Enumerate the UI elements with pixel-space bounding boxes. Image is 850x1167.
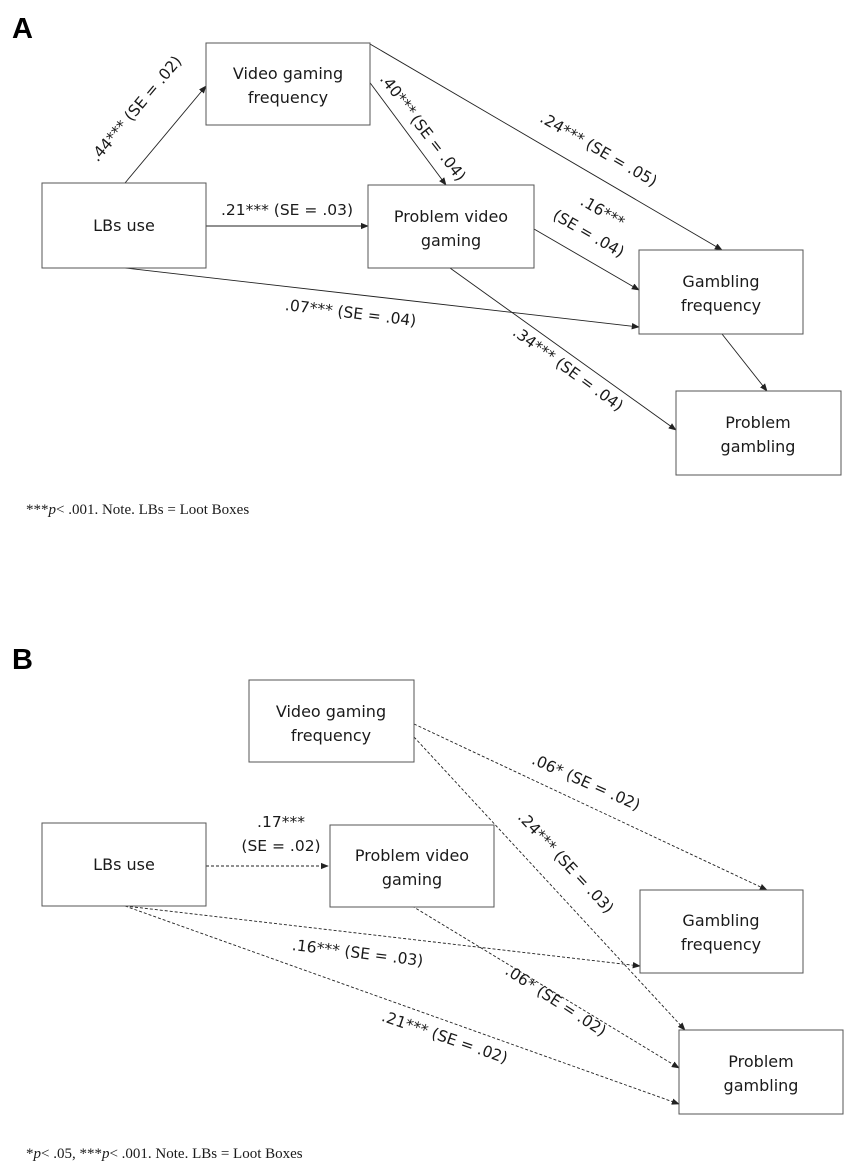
node-label: frequency [291,726,371,745]
edge-a-pvg-pg [449,267,677,431]
node-label: Video gaming [233,64,343,83]
node-a-video-gaming-frequency: Video gaming frequency [205,42,371,126]
node-label: Video gaming [276,702,386,721]
edge-b-pvg-pg [411,905,680,1069]
node-b-gambling-frequency: Gambling frequency [639,889,804,974]
edge-a-lbs-vgf [124,85,207,184]
node-label: frequency [248,88,328,107]
edge-label-b-lbs-pvg-2: (SE = .02) [241,837,320,855]
edge-a-pvg-gf [533,228,640,291]
edge-b-lbs-pg [124,905,680,1105]
edge-b-lbs-gf [124,905,641,969]
node-label: Problem [725,413,790,432]
edge-label-a-pvg-pg: .34*** (SE = .04) [509,323,626,415]
edge-a-vgf-gf [369,43,723,251]
panel-a-letter: A [12,13,33,45]
edge-label-b-lbs-pg: .21*** (SE = .02) [379,1007,510,1067]
edge-a-lbs-gf [124,267,640,330]
edge-label-b-pvg-pg: .06* (SE = .02) [502,962,610,1041]
node-b-lbs-use: LBs use [41,822,207,907]
node-b-problem-gambling: Problem gambling [678,1029,844,1115]
edge-label-b-lbs-gf: .16*** (SE = .03) [291,936,424,970]
node-label: LBs use [93,855,155,874]
node-label: Problem [728,1052,793,1071]
edge-b-vgf-pg [413,736,686,1031]
node-b-problem-video-gaming: Problem video gaming [329,824,495,908]
node-label: LBs use [93,216,155,235]
edge-a-vgf-pvg [367,79,447,186]
edge-a-gf-pg [721,333,768,392]
node-label: Gambling [682,911,759,930]
node-a-problem-gambling: Problem gambling [675,390,842,476]
node-label: Gambling [682,272,759,291]
edge-label-b-lbs-pvg-1: .17*** [257,813,305,831]
panel-a: A Video gaming frequency LBs use Problem… [12,13,842,518]
edge-label-a-lbs-pvg: .21*** (SE = .03) [221,201,353,219]
node-label: Problem video [394,207,508,226]
edge-label-a-lbs-vgf: .44*** (SE = .02) [87,52,186,165]
edge-label-b-vgf-pg: .24*** (SE = .03) [514,808,617,917]
panel-b-letter: B [12,644,33,676]
node-label: gambling [724,1076,799,1095]
edge-b-vgf-gf [413,723,768,891]
node-a-problem-video-gaming: Problem video gaming [367,184,535,269]
note-a: ***p< .001. Note. LBs = Loot Boxes [26,502,249,518]
node-label: frequency [681,935,761,954]
edge-label-a-vgf-pvg-1: .40*** [376,71,420,120]
note-b: *p< .05, ***p< .001. Note. LBs = Loot Bo… [26,1146,303,1162]
node-a-lbs-use: LBs use [41,182,207,269]
node-label: frequency [681,296,761,315]
node-label: gaming [382,870,442,889]
edge-label-a-lbs-gf: .07*** (SE = .04) [284,296,417,330]
node-label: gambling [721,437,796,456]
panel-b: B Video gaming frequency LBs use Problem… [12,644,844,1162]
node-label: gaming [421,231,481,250]
node-a-gambling-frequency: Gambling frequency [638,249,804,335]
node-b-video-gaming-frequency: Video gaming frequency [248,679,415,763]
node-label: Problem video [355,846,469,865]
